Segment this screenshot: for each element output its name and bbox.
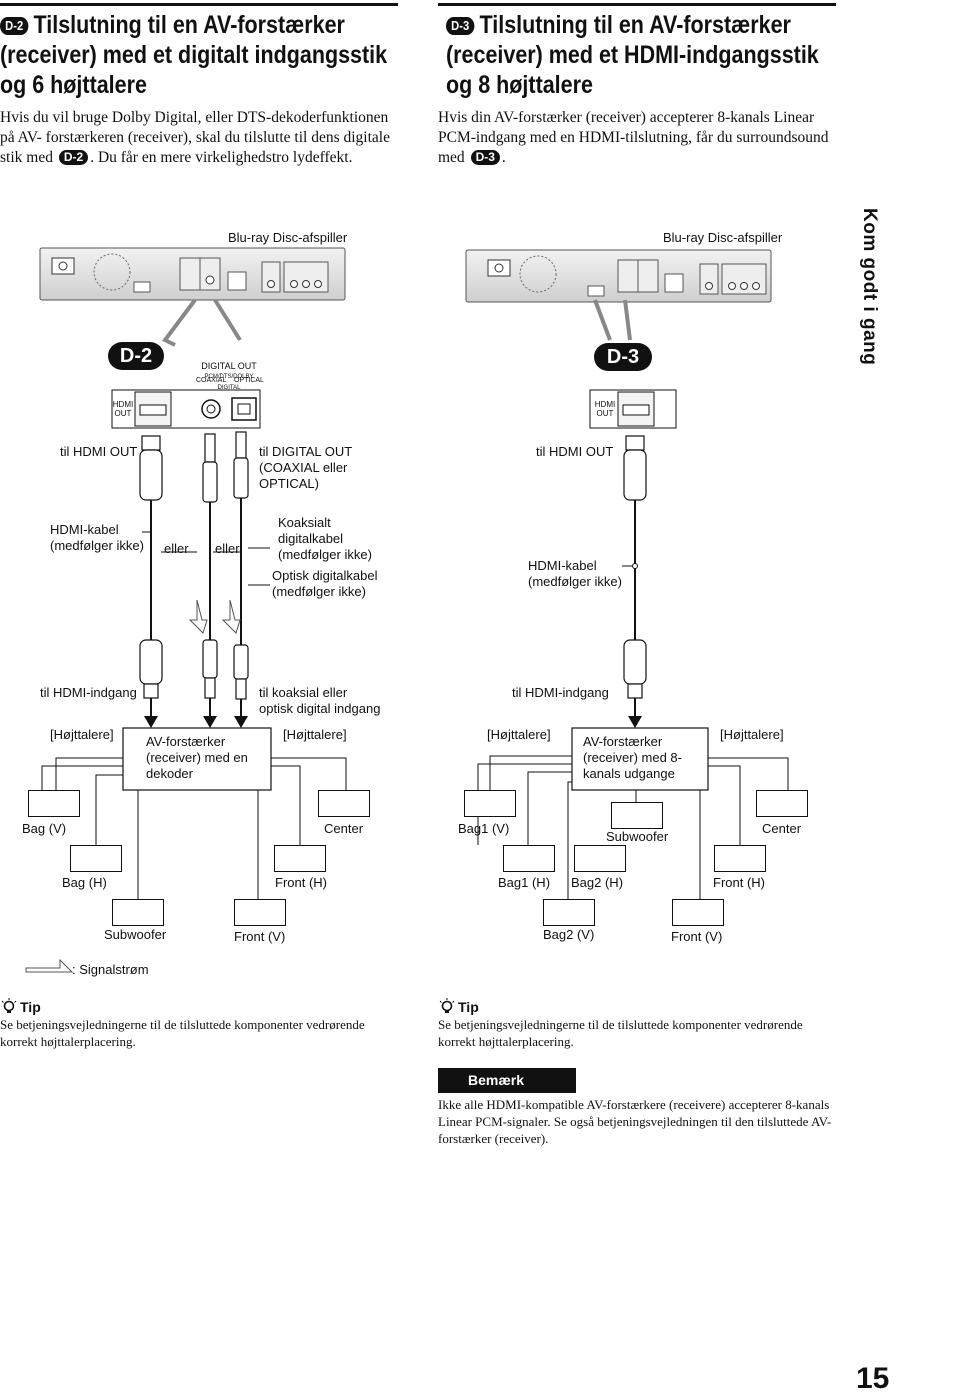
speaker-label-bag-v: Bag (V) bbox=[22, 821, 67, 836]
d3-body-text: Hvis din AV-forstærker (receiver) accept… bbox=[438, 109, 829, 166]
label-til-hdmi-out-left: til HDMI OUT bbox=[60, 444, 138, 459]
speaker-label-bag1-h: Bag1 (H) bbox=[498, 875, 551, 890]
top-rule-right bbox=[438, 3, 836, 6]
label-hojttalere-left-2: [Højttalere] bbox=[283, 727, 347, 742]
speaker-front-v-left bbox=[234, 899, 286, 926]
note-title: Bemærk bbox=[438, 1068, 576, 1093]
hdmi-out-port-label-left: HDMI OUT bbox=[112, 400, 134, 418]
label-hojttalere-right-1: [Højttalere] bbox=[487, 727, 551, 742]
label-hojttalere-right-2: [Højttalere] bbox=[720, 727, 784, 742]
speaker-label-bag2-h: Bag2 (H) bbox=[571, 875, 624, 890]
speaker-center-left bbox=[318, 790, 370, 817]
speaker-subwoofer-left bbox=[112, 899, 164, 926]
speaker-label-center-left: Center bbox=[324, 821, 364, 836]
speaker-bag-h bbox=[70, 845, 122, 872]
speaker-label-front-v-left: Front (V) bbox=[234, 929, 286, 944]
speaker-front-h-left bbox=[274, 845, 326, 872]
speaker-center-right bbox=[756, 790, 808, 817]
optical-label: OPTICAL bbox=[234, 377, 264, 384]
label-optisk: Optisk digitalkabel (medfølger ikke) bbox=[272, 568, 378, 599]
note-text: Ikke alle HDMI-kompatible AV-forstærkere… bbox=[438, 1097, 832, 1146]
device-title-right: Blu-ray Disc-afspiller bbox=[663, 230, 783, 245]
label-til-hdmi-out-right: til HDMI OUT bbox=[536, 444, 614, 459]
top-rule-left bbox=[0, 3, 398, 6]
signal-legend: : Signalstrøm bbox=[72, 962, 149, 977]
label-til-digital-out: til DIGITAL OUT (COAXIAL eller OPTICAL) bbox=[259, 444, 353, 491]
label-hdmi-kabel-left: HDMI-kabel (medfølger ikke) bbox=[50, 522, 144, 553]
speaker-bag2-h bbox=[574, 845, 626, 872]
d2-badge: D-2 bbox=[0, 17, 29, 35]
label-hdmi-kabel-right: HDMI-kabel (medfølger ikke) bbox=[528, 558, 622, 589]
speaker-subwoofer-right bbox=[611, 802, 663, 829]
d3-inline-badge: D-3 bbox=[470, 150, 500, 165]
d3-badge: D-3 bbox=[446, 17, 475, 35]
label-til-hdmi-indgang-right: til HDMI-indgang bbox=[512, 685, 609, 700]
speaker-label-subwoofer-left: Subwoofer bbox=[104, 927, 167, 942]
device-title-left: Blu-ray Disc-afspiller bbox=[228, 230, 348, 245]
tip-text-right: Se betjeningsvejledningerne til de tilsl… bbox=[438, 1017, 803, 1049]
tip-icon-right bbox=[439, 998, 455, 1013]
speaker-bag1-v bbox=[464, 790, 516, 817]
label-eller-1: eller bbox=[164, 541, 189, 556]
speaker-label-front-h-left: Front (H) bbox=[275, 875, 327, 890]
speaker-bag1-h bbox=[503, 845, 555, 872]
label-hojttalere-left-1: [Højttalere] bbox=[50, 727, 114, 742]
d2-body-text: Hvis du vil bruge Dolby Digital, eller D… bbox=[0, 109, 390, 166]
speaker-bag2-v bbox=[543, 899, 595, 926]
receiver-label-left: AV-forstærker (receiver) med en dekoder bbox=[146, 734, 248, 781]
speaker-label-subwoofer-right: Subwoofer bbox=[606, 829, 669, 844]
speaker-front-v-right bbox=[672, 899, 724, 926]
speaker-label-front-h-right: Front (H) bbox=[713, 875, 765, 890]
label-eller-2: eller bbox=[215, 541, 240, 556]
label-til-koaksial: til koaksial eller optisk digital indgan… bbox=[259, 685, 381, 716]
speaker-label-bag1-v: Bag1 (V) bbox=[458, 821, 510, 836]
speaker-label-bag-h: Bag (H) bbox=[62, 875, 107, 890]
page-number: 15 bbox=[856, 1362, 890, 1395]
coaxial-label: COAXIAL bbox=[196, 377, 227, 384]
label-koaksialt: Koaksialt digitalkabel (medfølger ikke) bbox=[278, 515, 372, 562]
receiver-label-right: AV-forstærker (receiver) med 8- kanals u… bbox=[583, 734, 682, 781]
tip-icon-left bbox=[1, 998, 17, 1013]
zoom-badge-d2: D-2 bbox=[119, 345, 153, 367]
label-til-hdmi-indgang-left: til HDMI-indgang bbox=[40, 685, 137, 700]
speaker-label-bag2-v: Bag2 (V) bbox=[543, 927, 595, 942]
speaker-label-front-v-right: Front (V) bbox=[671, 929, 723, 944]
d2-inline-badge: D-2 bbox=[58, 150, 89, 165]
hdmi-out-port-label-right: HDMI OUT bbox=[594, 400, 616, 418]
speaker-bag-v bbox=[28, 790, 80, 817]
tip-title-left: Tip bbox=[20, 999, 41, 1015]
tip-title-right: Tip bbox=[458, 999, 479, 1015]
speaker-label-center-right: Center bbox=[762, 821, 802, 836]
tip-text-left: Se betjeningsvejledningerne til de tilsl… bbox=[0, 1017, 365, 1049]
zoom-badge-d3: D-3 bbox=[606, 346, 640, 368]
speaker-front-h-right bbox=[714, 845, 766, 872]
bluray-player-left bbox=[39, 247, 346, 301]
bluray-player-right bbox=[465, 249, 772, 303]
